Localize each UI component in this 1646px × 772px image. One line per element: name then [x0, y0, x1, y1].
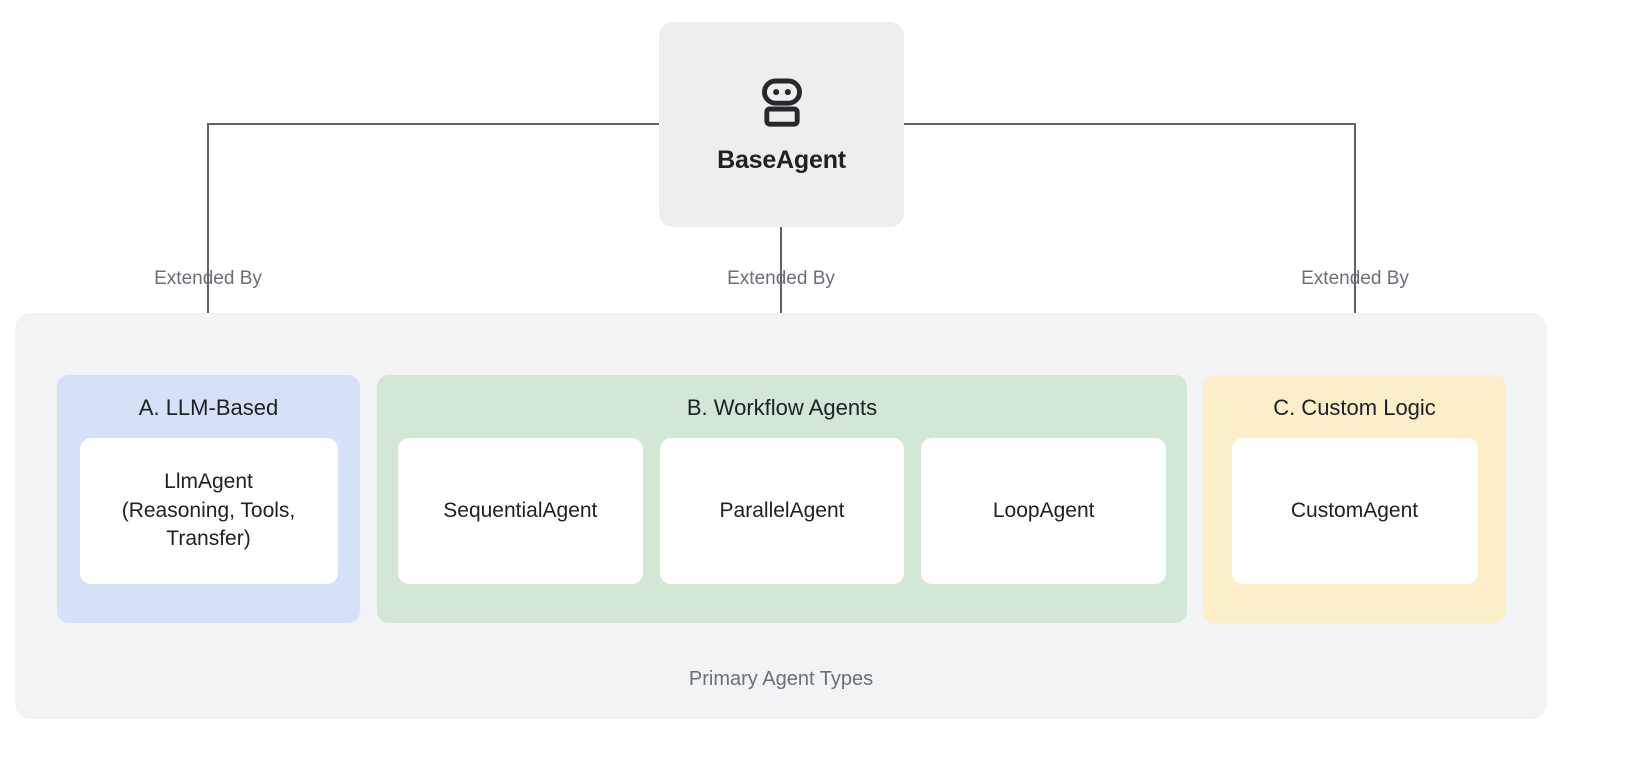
panel-llm-based-title: A. LLM-Based [138, 395, 279, 420]
panel-workflow-agents-title: B. Workflow Agents [686, 395, 878, 420]
panel-llm-based[interactable]: A. LLM-Based LlmAgent (Reasoning, Tools,… [57, 375, 360, 623]
panel-llm-based-body: LlmAgent (Reasoning, Tools, Transfer) [57, 438, 360, 605]
edge-label-custom: Extended By [1301, 268, 1409, 289]
edge-label-workflow: Extended By [727, 268, 835, 289]
node-llm-agent[interactable]: LlmAgent (Reasoning, Tools, Transfer) [79, 438, 338, 584]
node-base-agent-label: BaseAgent [717, 146, 846, 174]
node-custom-agent[interactable]: CustomAgent [1231, 438, 1478, 584]
edge-label-llm: Extended By [154, 268, 262, 289]
node-parallel-agent[interactable]: ParallelAgent [659, 438, 905, 584]
panel-workflow-agents[interactable]: B. Workflow Agents SequentialAgent Paral… [377, 375, 1187, 623]
panel-workflow-agents-body: SequentialAgent ParallelAgent LoopAgent [377, 438, 1187, 605]
panel-custom-logic-title: C. Custom Logic [1273, 395, 1436, 420]
node-sequential-agent[interactable]: SequentialAgent [398, 438, 643, 584]
robot-icon [761, 78, 802, 127]
node-loop-agent[interactable]: LoopAgent [921, 438, 1167, 584]
group-caption: Primary Agent Types [688, 668, 874, 690]
panel-custom-logic[interactable]: C. Custom Logic CustomAgent [1203, 375, 1506, 623]
panel-custom-logic-body: CustomAgent [1203, 438, 1506, 605]
node-base-agent[interactable]: BaseAgent [659, 22, 904, 227]
